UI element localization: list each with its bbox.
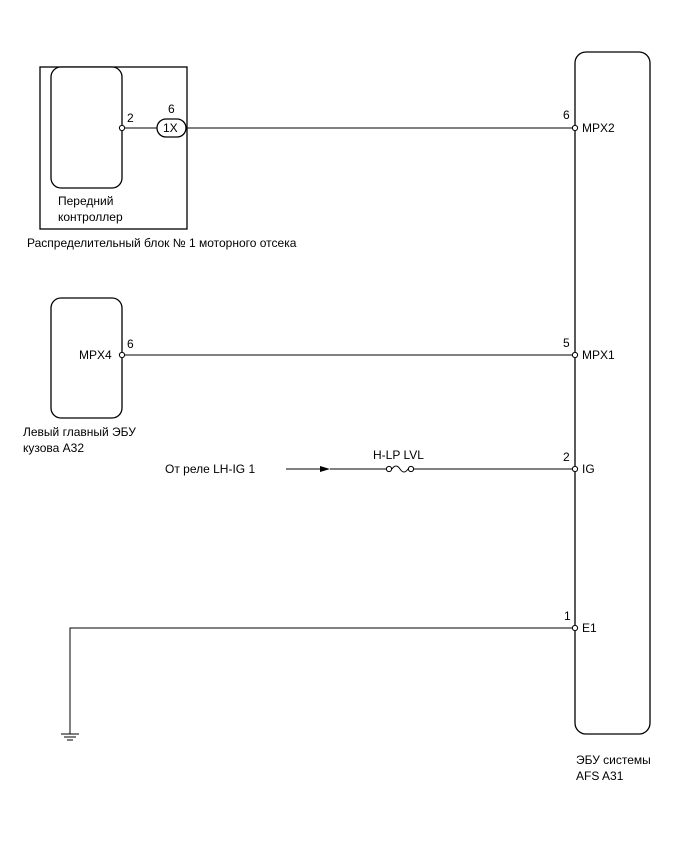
afs-pin-e1-label: E1: [582, 621, 597, 635]
left-body-ecu-pin-label: MPX4: [79, 348, 112, 362]
afs-ecu-label-line2: AFS A31: [576, 769, 624, 783]
connector-1x-label: 1X: [163, 121, 178, 135]
afs-pin-mpx1-label: MPX1: [582, 348, 615, 362]
afs-pin-ig-number: 2: [563, 450, 570, 464]
fuse-terminal-left: [385, 465, 393, 473]
wire-e1-to-ground: [69, 627, 575, 734]
afs-pin-mpx1-terminal: [571, 351, 579, 359]
front-controller-box: [50, 66, 123, 189]
afs-ecu-box: [574, 51, 651, 735]
front-controller-label-line1: Передний: [58, 194, 113, 208]
afs-pin-e1-terminal: [571, 624, 579, 632]
left-body-ecu-pin-terminal: [118, 351, 126, 359]
relay-feed-arrow: [320, 466, 330, 472]
relay-source-label: От реле LH-IG 1: [165, 462, 255, 476]
fuse-terminal-right: [407, 465, 415, 473]
front-controller-label-line2: контроллер: [58, 210, 123, 224]
fuse-element: [391, 465, 409, 473]
afs-pin-mpx1-number: 5: [563, 336, 570, 350]
afs-pin-ig-terminal: [571, 465, 579, 473]
fuse-label: H-LP LVL: [373, 448, 424, 462]
left-body-ecu-pin-number: 6: [127, 337, 134, 351]
front-controller-pin-number: 2: [127, 111, 134, 125]
left-body-ecu-label-line2: кузова A32: [23, 441, 84, 455]
front-controller-pin-terminal: [118, 124, 126, 132]
afs-pin-ig-label: IG: [582, 462, 595, 476]
connector-1x-pin: 6: [168, 102, 175, 116]
afs-pin-mpx2-number: 6: [563, 108, 570, 122]
left-body-ecu-label-line1: Левый главный ЭБУ: [23, 425, 136, 439]
ground-icon: [61, 733, 79, 741]
afs-pin-mpx2-label: MPX2: [582, 121, 615, 135]
afs-pin-mpx2-terminal: [571, 124, 579, 132]
afs-ecu-label-line1: ЭБУ системы: [576, 753, 651, 767]
afs-pin-e1-number: 1: [564, 609, 571, 623]
junction-block-name: Распределительный блок № 1 моторного отс…: [27, 236, 297, 250]
